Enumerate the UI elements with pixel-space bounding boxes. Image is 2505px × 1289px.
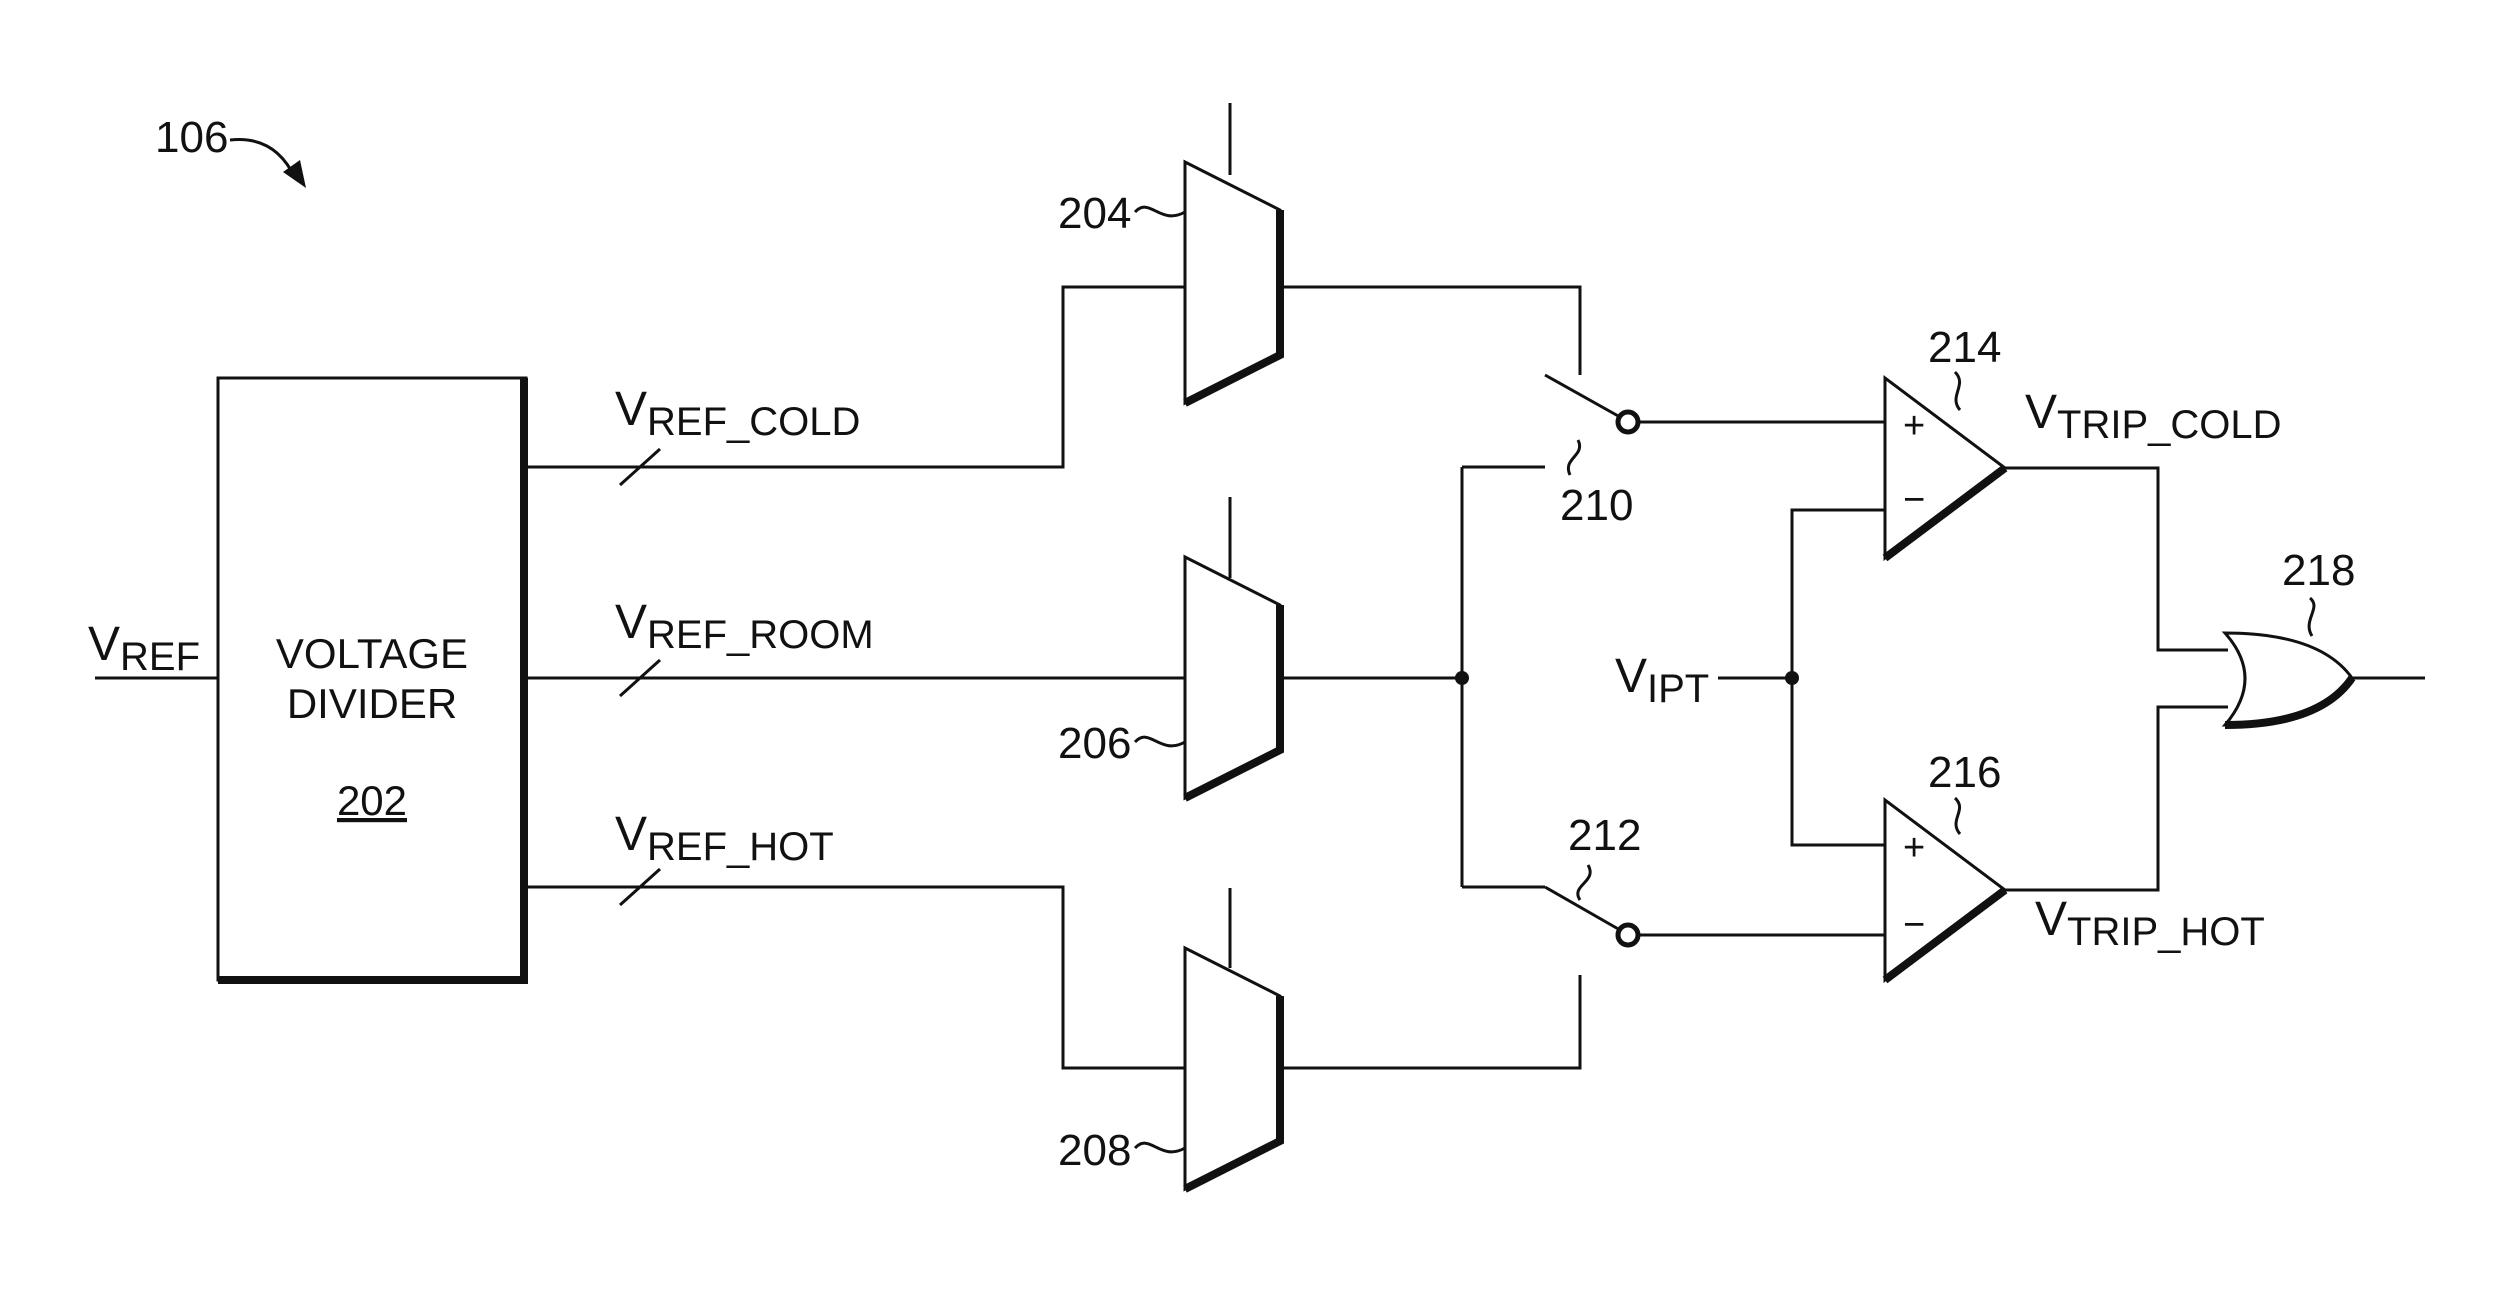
vtrip-hot-wire (2005, 707, 2228, 890)
comparator-214-minus: − (1903, 479, 1925, 521)
comparator-216-ref: 216 (1928, 748, 2001, 797)
mux-208 (1185, 948, 1280, 1189)
switch-212-leader (1578, 865, 1590, 900)
switch-212-blade (1545, 887, 1620, 930)
switch-210-ref: 210 (1560, 481, 1633, 530)
switch-210-blade (1545, 375, 1620, 417)
vtrip-hot-label: VTRIP_HOT (2035, 893, 2265, 954)
comparator-214-plus: + (1903, 405, 1925, 447)
vref-hot-wire (526, 887, 1185, 1068)
switch-210-contact (1618, 412, 1638, 432)
vtrip-cold-label: VTRIP_COLD (2025, 386, 2282, 447)
room-junction-dot (1455, 671, 1469, 685)
voltage-divider-label-line1: VOLTAGE (276, 630, 468, 677)
mux-208-leader (1135, 1143, 1185, 1152)
voltage-divider-label-line2: DIVIDER (287, 680, 457, 727)
voltage-divider-ref: 202 (337, 777, 407, 824)
switch-210-leader (1568, 440, 1579, 475)
mux-204 (1185, 162, 1280, 403)
mux-204-leader (1135, 207, 1185, 216)
switch-212-ref: 212 (1568, 811, 1641, 860)
switch-212-contact (1618, 925, 1638, 945)
mux-208-ref: 208 (1058, 1126, 1131, 1175)
mux-204-output-wire (1280, 287, 1580, 375)
or-gate-218-leader (2309, 598, 2314, 636)
mux-208-output-wire (1280, 975, 1580, 1068)
vref-room-label: VREF_ROOM (615, 596, 874, 657)
mux-206-leader (1135, 737, 1185, 746)
vref-hot-label: VREF_HOT (615, 808, 834, 869)
vtrip-cold-wire (2005, 468, 2228, 650)
figure-ref-label: 106 (155, 113, 228, 162)
comparator-216-plus: + (1903, 827, 1925, 869)
comparator-214-leader (1955, 372, 1960, 410)
comparator-216-leader (1955, 798, 1960, 834)
or-gate-218 (2225, 633, 2352, 725)
vipt-junction-dot (1785, 671, 1799, 685)
mux-206-ref: 206 (1058, 719, 1131, 768)
vipt-distribution-wire (1792, 510, 1885, 845)
comparator-216-minus: − (1903, 904, 1925, 946)
or-gate-218-ref: 218 (2282, 546, 2355, 595)
voltage-divider-block (218, 378, 526, 980)
mux-204-ref: 204 (1058, 189, 1131, 238)
vref-input-label: VREF (88, 618, 200, 679)
vipt-label: VIPT (1615, 650, 1709, 711)
comparator-214-ref: 214 (1928, 323, 2001, 372)
vref-cold-label: VREF_COLD (615, 383, 860, 444)
mux-206 (1185, 557, 1280, 798)
